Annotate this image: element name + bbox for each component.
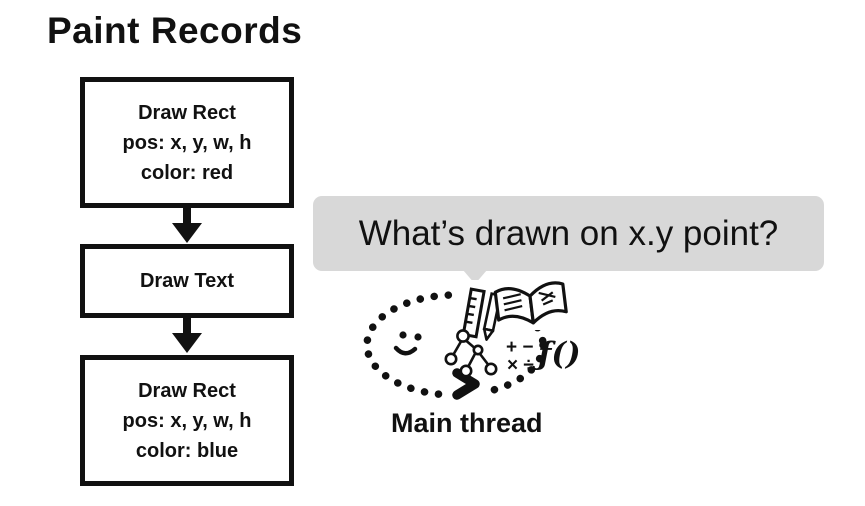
paint-record-box-draw-rect-blue: Draw Rect pos: x, y, w, h color: blue xyxy=(80,355,294,486)
box-line: pos: x, y, w, h xyxy=(122,131,252,154)
speech-bubble-text: What’s drawn on x.y point? xyxy=(358,213,779,253)
box-line: color: red xyxy=(140,161,234,184)
function-symbol-icon: ƒ() xyxy=(532,336,581,372)
flow-arrow-icon xyxy=(172,316,202,353)
box-line: Draw Rect xyxy=(138,379,236,402)
paint-record-box-draw-text: Draw Text xyxy=(80,244,294,318)
tree-graph-icon xyxy=(444,329,498,378)
box-line: pos: x, y, w, h xyxy=(122,409,252,432)
main-thread-doodle: + − × ÷ ƒ() xyxy=(363,280,581,402)
box-line: Draw Text xyxy=(139,270,235,292)
box-line: Draw Rect xyxy=(138,101,236,124)
flow-arrow-icon xyxy=(172,206,202,243)
main-thread-label: Main thread xyxy=(391,408,543,438)
page-title: Paint Records xyxy=(47,10,303,51)
box-line: color: blue xyxy=(135,439,239,462)
smiley-face-icon xyxy=(393,331,422,356)
math-row-1: + − xyxy=(506,337,533,358)
speech-bubble: What’s drawn on x.y point? xyxy=(313,196,824,284)
math-row-2: × ÷ xyxy=(507,355,534,376)
paint-record-box-draw-rect-red: Draw Rect pos: x, y, w, h color: red xyxy=(80,77,294,208)
math-symbols-icon: + − × ÷ xyxy=(506,337,534,376)
book-icon xyxy=(493,281,568,325)
